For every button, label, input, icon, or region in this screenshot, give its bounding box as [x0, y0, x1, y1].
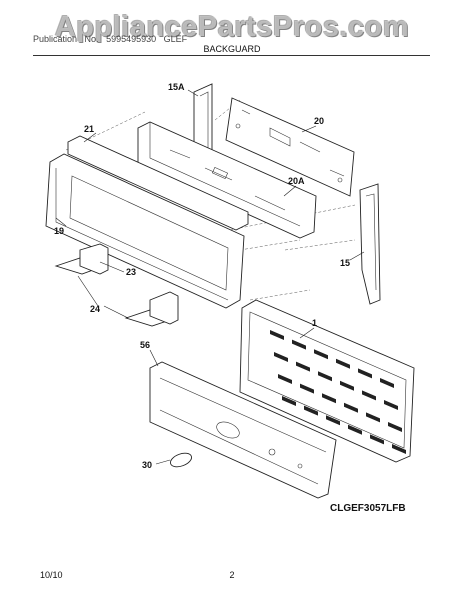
part-23-clip — [54, 243, 109, 275]
callout-20a: 20A — [288, 176, 305, 186]
callout-15: 15 — [340, 258, 350, 268]
vent-slot — [380, 378, 394, 388]
vent-slot — [274, 352, 288, 362]
callout-30: 30 — [142, 460, 152, 470]
vent-slots — [270, 330, 406, 454]
vent-slot — [392, 444, 406, 454]
callout-19: 19 — [54, 226, 64, 236]
vent-slot — [278, 374, 292, 384]
page-number: 2 — [229, 570, 235, 580]
vent-slot — [326, 415, 340, 426]
leader-lines — [55, 89, 365, 465]
vent-slot — [318, 371, 332, 382]
vent-slot — [282, 396, 296, 406]
vent-slot — [366, 412, 380, 423]
publication-header: Publication No. 5995495930 GLEF — [33, 34, 192, 44]
publication-word: No. — [84, 34, 99, 44]
callout-20: 20 — [314, 116, 324, 126]
vent-slot — [384, 400, 398, 410]
part-24-clip — [124, 291, 179, 327]
vent-slot — [388, 422, 402, 432]
watermark-logo: AppliancePartsPros.com — [54, 11, 410, 43]
vent-slot — [322, 393, 336, 404]
callout-56: 56 — [140, 340, 150, 350]
model-number-label: CLGEF3057LFB — [330, 503, 406, 514]
callout-1: 1 — [312, 318, 317, 328]
publication-model: GLEF — [163, 34, 188, 44]
part-21-trim — [67, 135, 249, 231]
part-1-rear-cover — [239, 299, 415, 463]
vent-slot — [304, 405, 318, 416]
publication-number: 5995495930 — [106, 34, 157, 44]
callout-21: 21 — [84, 124, 94, 134]
vent-slot — [336, 358, 350, 369]
part-56-lower-panel — [149, 361, 337, 499]
vent-slot — [292, 339, 306, 350]
callout-23: 23 — [126, 267, 136, 277]
publication-word: Publication — [33, 34, 78, 44]
part-30-knob — [170, 452, 192, 468]
vent-slot — [370, 434, 384, 445]
exploded-parts-diagram: 15A 20 21 20A 19 15 23 24 1 56 30 — [45, 82, 415, 499]
vent-slot — [348, 424, 362, 435]
vent-slot — [362, 390, 376, 401]
part-20-control-board — [225, 97, 355, 197]
callout-15a: 15A — [168, 82, 185, 92]
section-title: BACKGUARD — [203, 44, 261, 54]
footer-date: 10/10 — [40, 570, 63, 580]
part-15-bracket — [359, 183, 381, 305]
vent-slot — [296, 361, 310, 372]
vent-slot — [344, 402, 358, 413]
header-divider — [33, 55, 430, 56]
part-19-glass-panel — [45, 153, 245, 309]
vent-slot — [358, 368, 372, 379]
vent-slot — [270, 330, 284, 340]
callout-24: 24 — [90, 304, 100, 314]
vent-slot — [300, 383, 314, 394]
vent-slot — [340, 380, 354, 391]
vent-slot — [314, 349, 328, 360]
callouts: 15A 20 21 20A 19 15 23 24 1 56 30 — [54, 82, 350, 470]
